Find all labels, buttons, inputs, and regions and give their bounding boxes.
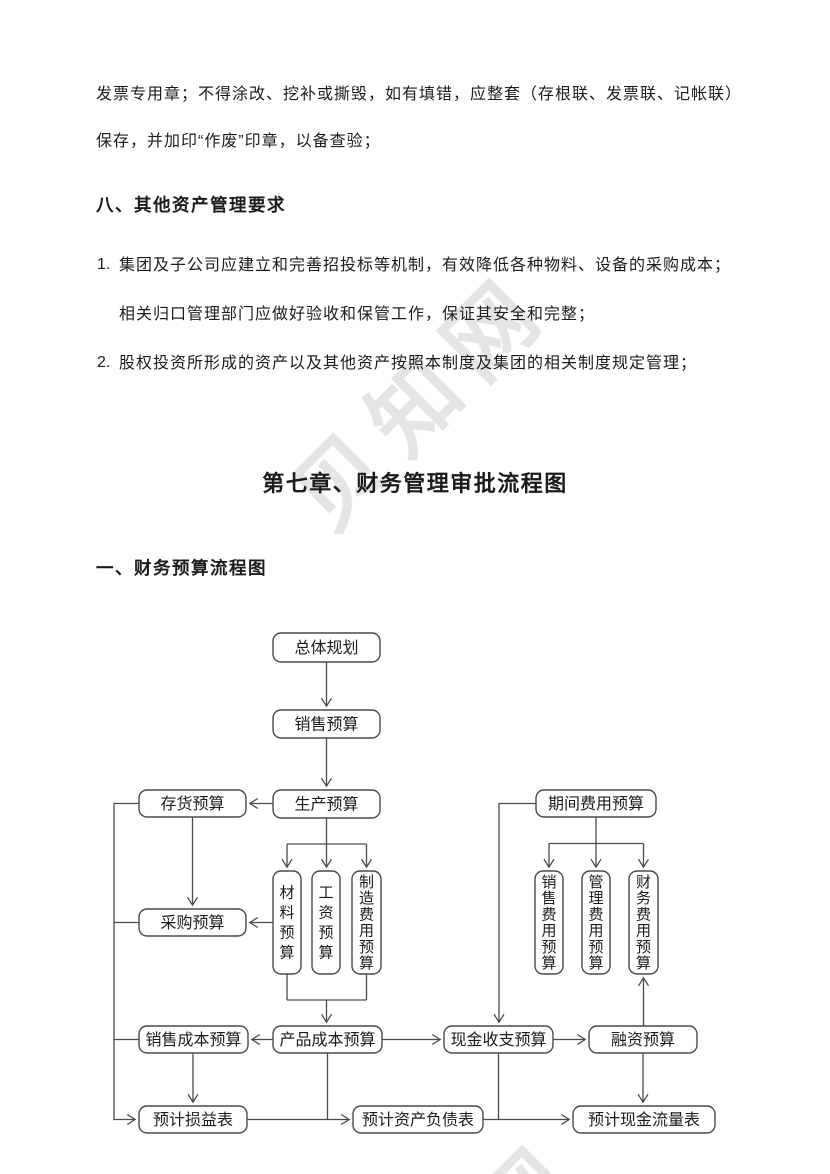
flow-box-cailiao-yusuan: 材料预算 xyxy=(272,870,302,975)
flow-box-xiaoshou-yusuan: 销售预算 xyxy=(272,709,381,739)
flow-box-shape xyxy=(352,1105,484,1134)
flow-box-shape xyxy=(572,1105,716,1134)
chapter-title: 第七章、财务管理审批流程图 xyxy=(262,471,568,496)
flow-box-label: 生产预算 xyxy=(294,795,358,814)
flow-box-shape xyxy=(138,1025,249,1054)
flow-box-yuji-zichan-fuzhai-biao: 预计资产负债表 xyxy=(352,1105,484,1134)
flow-box-chanpin-chengben-yusuan: 产品成本预算 xyxy=(272,1025,383,1054)
flow-box-zhizao-feiyong-yusuan: 制造费用预算 xyxy=(351,870,382,975)
flow-box-shape xyxy=(628,870,659,975)
flow-box-xiaoshou-chengben-yusuan: 销售成本预算 xyxy=(138,1025,249,1054)
flow-box-shape xyxy=(351,870,382,975)
list-item-line: 股权投资所形成的资产以及其他资产按照本制度及集团的相关制度规定管理； xyxy=(119,355,698,372)
flow-box-shape xyxy=(581,870,611,975)
flow-box-caiwu-feiyong-yusuan: 财务费用预算 xyxy=(628,870,659,975)
flow-box-shape xyxy=(272,789,381,819)
flow-box-caigou-yusuan: 采购预算 xyxy=(138,908,247,937)
list-item-line: 相关归口管理部门应做好验收和保管工作，保证其安全和完整； xyxy=(119,306,596,323)
paragraph-line: 发票专用章；不得涂改、挖补或撕毁，如有填错，应整套（存根联、发票联、记帐联） xyxy=(96,86,743,103)
flow-box-label: 总体规划 xyxy=(294,639,358,657)
flow-box-shape xyxy=(534,870,564,975)
flow-box-label: 销售预算 xyxy=(294,715,358,734)
list-item-line: 集团及子公司应建立和完善招投标等机制，有效降低各种物料、设备的采购成本； xyxy=(119,257,732,274)
edge-qijian-rail-to-xianjin xyxy=(493,802,536,1024)
flow-box-label: 存货预算 xyxy=(160,794,224,813)
flow-box-label: 材料预算 xyxy=(279,885,294,962)
flow-box-shape xyxy=(272,870,302,975)
flow-box-shape xyxy=(138,908,247,937)
flow-box-shape xyxy=(588,1025,698,1054)
flow-box-label: 销售成本预算 xyxy=(145,1030,241,1049)
flow-box-label: 预计资产负债表 xyxy=(362,1111,474,1129)
edge-left-rail xyxy=(113,802,139,1126)
flow-box-rongzi-yusuan: 融资预算 xyxy=(588,1025,698,1054)
section-heading-budget-flowchart: 一、财务预算流程图 xyxy=(96,558,267,578)
paragraph-line: 保存，并加印“作废”印章，以备查验； xyxy=(96,133,381,150)
flow-box-zongti-guihua: 总体规划 xyxy=(272,632,381,663)
flow-box-xianjin-shouzhi-yusuan: 现金收支预算 xyxy=(443,1025,554,1054)
flow-box-label: 产品成本预算 xyxy=(279,1030,375,1049)
flow-box-label: 预计损益表 xyxy=(153,1111,233,1129)
flow-box-yuji-xianjin-liuliang-biao: 预计现金流量表 xyxy=(572,1105,716,1134)
flow-box-shape xyxy=(443,1025,554,1054)
flow-box-xiaoshou-feiyong-yusuan: 销售费用预算 xyxy=(534,870,564,975)
list-item-number: 2. xyxy=(97,354,111,371)
list-item-number: 1. xyxy=(97,256,111,273)
flow-box-shape xyxy=(138,1105,248,1134)
flow-box-shape xyxy=(272,632,381,663)
flow-box-label: 采购预算 xyxy=(160,913,224,932)
flow-box-shape xyxy=(272,1025,383,1054)
flow-box-label: 制造费用预算 xyxy=(359,874,374,972)
flow-box-label: 工资预算 xyxy=(318,885,333,962)
flow-box-label: 期间费用预算 xyxy=(548,794,644,813)
flow-box-label: 现金收支预算 xyxy=(450,1030,546,1049)
flow-box-yuji-sunyi-biao: 预计损益表 xyxy=(138,1105,248,1134)
flow-box-cunhuo-yusuan: 存货预算 xyxy=(138,789,247,818)
flowchart-edges xyxy=(113,662,650,1126)
flow-box-gongzi-yusuan: 工资预算 xyxy=(311,870,341,975)
flow-box-label: 管理费用预算 xyxy=(588,874,603,972)
flow-box-label: 财务费用预算 xyxy=(636,874,651,972)
flow-box-shengchan-yusuan: 生产预算 xyxy=(272,789,381,819)
flow-box-shape xyxy=(138,789,247,818)
flow-box-shape xyxy=(535,789,657,818)
section-heading-other-assets: 八、其他资产管理要求 xyxy=(96,195,286,215)
flow-box-label: 销售费用预算 xyxy=(541,874,556,972)
flow-box-label: 融资预算 xyxy=(611,1030,675,1049)
flow-box-shape xyxy=(311,870,341,975)
flow-box-guanli-feiyong-yusuan: 管理费用预算 xyxy=(581,870,611,975)
flow-box-shape xyxy=(272,709,381,739)
flow-box-label: 预计现金流量表 xyxy=(588,1111,700,1129)
flow-box-qijian-feiyong-yusuan: 期间费用预算 xyxy=(535,789,657,818)
